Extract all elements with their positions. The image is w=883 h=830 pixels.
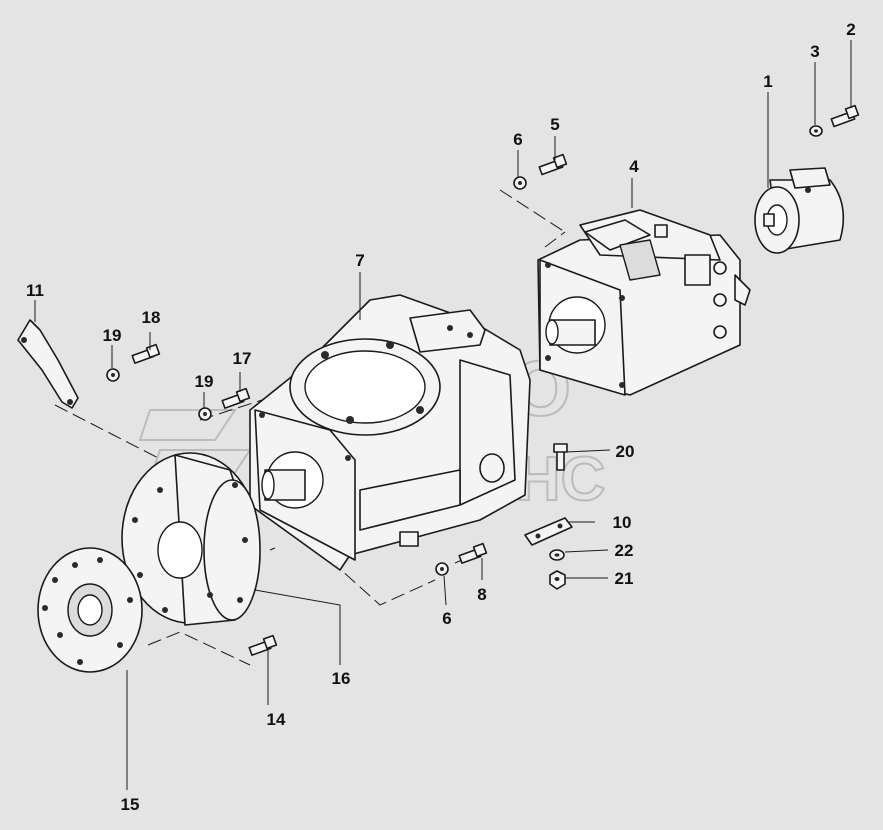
part-screw-2	[830, 104, 860, 128]
part-nut-19	[106, 368, 212, 421]
callout-18: 18	[142, 308, 161, 327]
part-drive-disc	[37, 547, 143, 673]
part-screw-5	[538, 153, 568, 176]
part-adapter-flange	[121, 452, 261, 626]
callout-19-right: 19	[195, 372, 214, 391]
callout-21: 21	[615, 569, 634, 588]
callout-15: 15	[121, 795, 140, 814]
callout-7: 7	[355, 251, 364, 270]
callout-4: 4	[629, 157, 639, 176]
part-nut-6-bottom	[435, 562, 449, 576]
callout-20: 20	[616, 442, 635, 461]
part-valve-block	[537, 209, 751, 396]
callout-10: 10	[613, 513, 632, 532]
part-washer-22	[549, 549, 565, 561]
callout-5: 5	[550, 115, 559, 134]
leader-lines	[34, 40, 852, 790]
callout-19-left: 19	[103, 326, 122, 345]
part-pump-housing	[249, 294, 531, 571]
part-clamp-10	[524, 517, 573, 546]
part-screw-20	[553, 443, 568, 471]
callout-3: 3	[810, 42, 819, 61]
callout-8: 8	[477, 585, 486, 604]
callout-6-top: 6	[513, 130, 522, 149]
callout-11: 11	[26, 281, 44, 300]
callout-1: 1	[763, 72, 772, 91]
part-nut-6-top	[513, 176, 527, 190]
part-bracket	[17, 319, 79, 409]
part-screw-18	[131, 343, 161, 364]
callout-6-bottom: 6	[442, 609, 451, 628]
callout-labels: 1 2 3 4 5 6 7 8 6 10 11 14 15 16 17 18 1…	[26, 20, 856, 814]
callout-16: 16	[332, 669, 351, 688]
part-screw-8	[458, 542, 488, 564]
part-nut-21	[549, 570, 566, 590]
part-washer-3	[809, 125, 823, 137]
callout-2: 2	[846, 20, 855, 39]
callout-14: 14	[267, 710, 286, 729]
part-gear-pump	[754, 167, 845, 254]
callout-17: 17	[233, 349, 252, 368]
part-screw-14	[248, 634, 278, 656]
callout-22: 22	[615, 541, 634, 560]
